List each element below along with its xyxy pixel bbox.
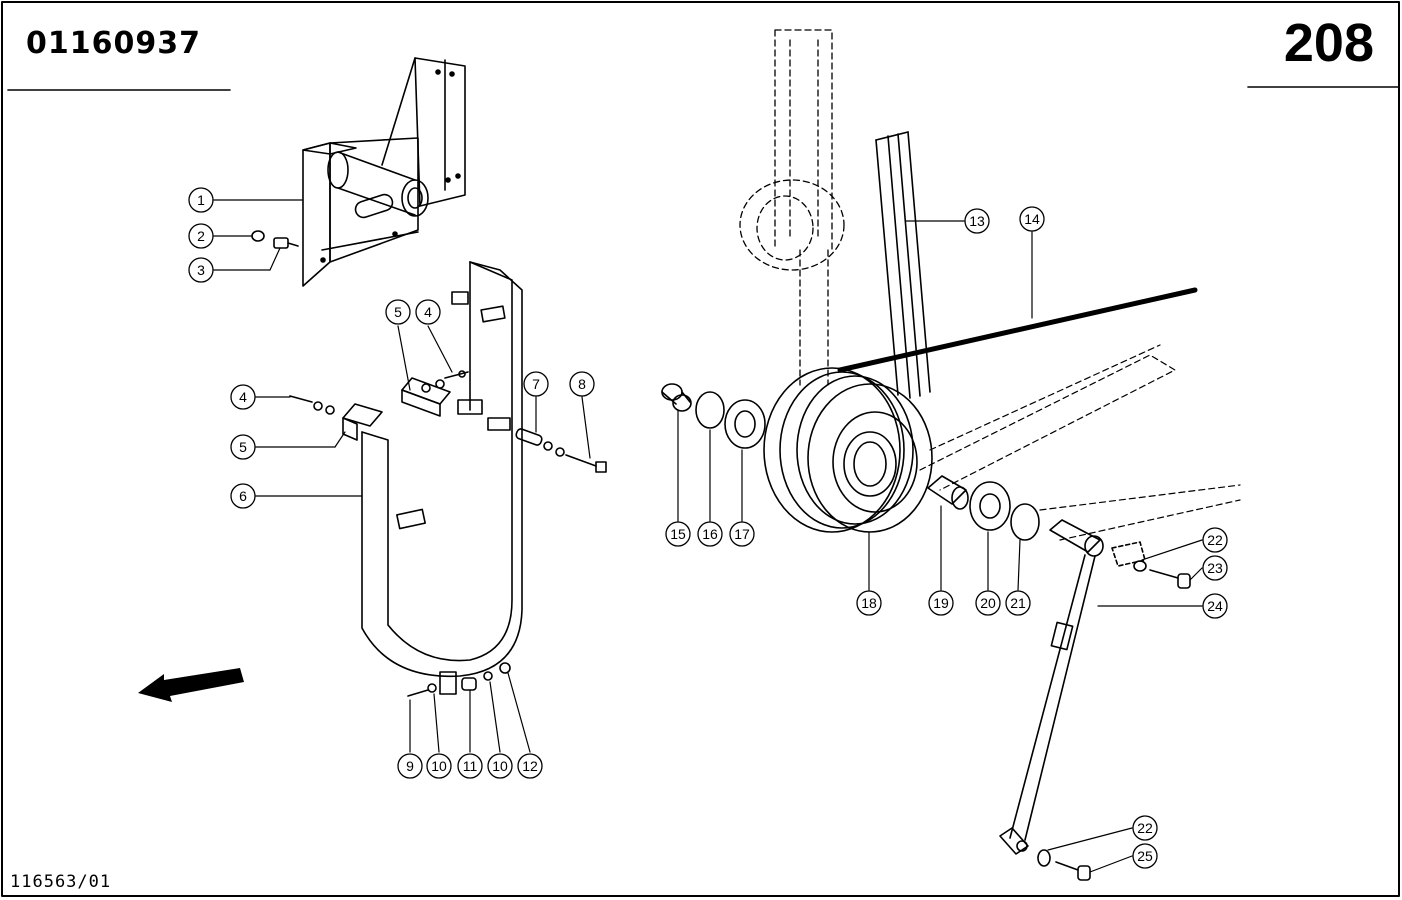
callout-2: 2 bbox=[188, 223, 214, 249]
svg-text:11: 11 bbox=[463, 758, 478, 774]
svg-text:18: 18 bbox=[861, 595, 877, 611]
screw-4-upper bbox=[444, 370, 469, 379]
callout-18: 18 bbox=[856, 590, 882, 616]
screw-25 bbox=[1055, 861, 1091, 881]
dashed-frame-outline bbox=[919, 344, 1241, 541]
svg-text:12: 12 bbox=[522, 758, 538, 774]
pin-7 bbox=[515, 428, 543, 446]
callout-7: 7 bbox=[523, 371, 549, 397]
bearing-20 bbox=[969, 481, 1011, 531]
screw-4-left bbox=[289, 395, 335, 415]
svg-text:5: 5 bbox=[394, 304, 402, 320]
part-code: 01160937 bbox=[26, 26, 201, 61]
bottom-fastener-set bbox=[407, 662, 511, 697]
callout-19: 19 bbox=[928, 590, 954, 616]
callout-10-right: 10 bbox=[487, 753, 513, 779]
callout-16: 16 bbox=[697, 521, 723, 547]
callout-1: 1 bbox=[188, 187, 214, 213]
leader-lines bbox=[213, 199, 1203, 873]
dashed-lever-outline bbox=[739, 29, 845, 386]
svg-text:3: 3 bbox=[197, 262, 205, 278]
svg-text:7: 7 bbox=[532, 376, 540, 392]
callout-25: 25 bbox=[1132, 843, 1158, 869]
callout-10-left: 10 bbox=[426, 753, 452, 779]
svg-text:15: 15 bbox=[670, 526, 686, 542]
svg-text:10: 10 bbox=[431, 758, 447, 774]
bushing-19 bbox=[927, 475, 969, 510]
callout-22-top: 22 bbox=[1202, 527, 1228, 553]
washer-22-bottom bbox=[1037, 849, 1051, 867]
bushing-15 bbox=[661, 383, 692, 412]
svg-text:20: 20 bbox=[980, 595, 996, 611]
svg-text:2: 2 bbox=[197, 228, 205, 244]
svg-text:25: 25 bbox=[1137, 848, 1153, 864]
screw-3 bbox=[273, 237, 299, 249]
callout-4-upper: 4 bbox=[415, 299, 441, 325]
callout-24: 24 bbox=[1202, 593, 1228, 619]
svg-text:4: 4 bbox=[424, 304, 432, 320]
washer-2 bbox=[251, 230, 265, 242]
callout-22-bottom: 22 bbox=[1132, 815, 1158, 841]
washer-22-top bbox=[1133, 560, 1147, 572]
svg-text:22: 22 bbox=[1137, 820, 1153, 836]
svg-text:22: 22 bbox=[1207, 532, 1223, 548]
svg-text:6: 6 bbox=[239, 488, 247, 504]
shaft-14 bbox=[837, 287, 1198, 373]
callout-20: 20 bbox=[975, 590, 1001, 616]
svg-text:17: 17 bbox=[734, 526, 750, 542]
callout-11: 11 bbox=[457, 753, 483, 779]
callout-markers: 1 2 3 4 4 5 5 6 7 8 9 10 11 10 12 13 14 … bbox=[188, 187, 1228, 869]
screw-23 bbox=[1149, 569, 1191, 589]
callout-23: 23 bbox=[1202, 555, 1228, 581]
svg-text:9: 9 bbox=[406, 758, 414, 774]
callout-4-left: 4 bbox=[230, 384, 256, 410]
callout-13: 13 bbox=[964, 208, 990, 234]
svg-text:8: 8 bbox=[578, 376, 586, 392]
circlip-16 bbox=[695, 391, 725, 429]
page-number: 208 bbox=[1283, 13, 1374, 73]
callout-21: 21 bbox=[1005, 590, 1031, 616]
callout-8: 8 bbox=[569, 371, 595, 397]
callout-5-upper: 5 bbox=[385, 299, 411, 325]
callout-17: 17 bbox=[729, 521, 755, 547]
part-bracket-tube bbox=[302, 57, 466, 287]
svg-text:10: 10 bbox=[492, 758, 508, 774]
direction-arrow-icon bbox=[138, 668, 244, 702]
bearing-17 bbox=[724, 399, 766, 449]
circlip-21 bbox=[1010, 503, 1040, 541]
svg-text:24: 24 bbox=[1207, 598, 1223, 614]
svg-text:4: 4 bbox=[239, 389, 247, 405]
callout-12: 12 bbox=[517, 753, 543, 779]
document-reference: 116563/01 bbox=[10, 872, 112, 892]
lever-24 bbox=[999, 519, 1146, 855]
callout-6: 6 bbox=[230, 483, 256, 509]
part-clip-5-left bbox=[342, 403, 383, 441]
svg-text:13: 13 bbox=[969, 213, 985, 229]
svg-text:5: 5 bbox=[239, 439, 247, 455]
part-u-guard bbox=[361, 261, 523, 695]
callout-3: 3 bbox=[188, 257, 214, 283]
callout-14: 14 bbox=[1019, 206, 1045, 232]
svg-text:14: 14 bbox=[1024, 211, 1040, 227]
svg-text:23: 23 bbox=[1207, 560, 1223, 576]
svg-text:19: 19 bbox=[933, 595, 949, 611]
callout-5-left: 5 bbox=[230, 434, 256, 460]
svg-text:1: 1 bbox=[197, 192, 205, 208]
svg-text:16: 16 bbox=[702, 526, 718, 542]
callout-9: 9 bbox=[397, 753, 423, 779]
pulley-18 bbox=[763, 367, 933, 533]
callout-15: 15 bbox=[665, 521, 691, 547]
screw-8 bbox=[543, 441, 607, 473]
svg-text:21: 21 bbox=[1010, 595, 1026, 611]
